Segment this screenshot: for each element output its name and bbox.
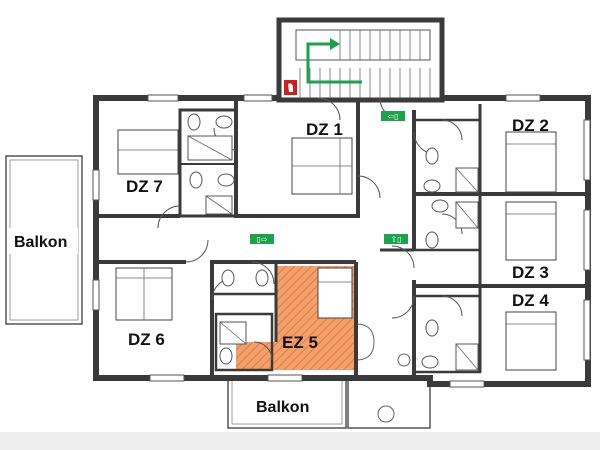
emergency-exit-sign-icon: ▯⇨ — [250, 234, 274, 244]
bed-dz4 — [505, 311, 557, 371]
south-entrance — [347, 323, 431, 429]
balcony-label-west: Balkon — [14, 234, 67, 251]
balcony-label-south: Balkon — [256, 399, 309, 416]
room-label-dz4: DZ 4 — [512, 291, 549, 310]
emergency-exit-sign-icon: ⇧▯ — [384, 234, 408, 244]
sanitary-fixtures — [187, 113, 479, 371]
room-label-dz3: DZ 3 — [512, 263, 549, 282]
room-label-ez5: EZ 5 — [282, 333, 318, 352]
bed-ez5 — [317, 267, 353, 319]
escape-route-arrow-icon — [306, 38, 362, 84]
room-label-dz7: DZ 7 — [126, 177, 163, 196]
bed-dz7 — [117, 129, 179, 175]
bed-dz1 — [291, 137, 353, 195]
beds — [115, 129, 557, 371]
windows — [92, 94, 591, 388]
bottom-strip — [0, 432, 600, 450]
south-balcony — [227, 375, 347, 429]
room-label-dz6: DZ 6 — [128, 330, 165, 349]
bed-dz3 — [505, 201, 557, 261]
svg-text:⇧▯: ⇧▯ — [390, 235, 401, 244]
svg-text:▯⇨: ▯⇨ — [256, 235, 267, 244]
stairwell — [276, 17, 445, 103]
bed-dz2 — [505, 131, 557, 193]
room-label-dz1: DZ 1 — [306, 120, 343, 139]
emergency-exit-sign-icon: ⇦▯ — [381, 111, 405, 121]
svg-text:⇦▯: ⇦▯ — [387, 112, 398, 121]
room-label-dz2: DZ 2 — [512, 116, 549, 135]
bed-dz6 — [115, 267, 173, 321]
fire-extinguisher-icon — [284, 80, 297, 95]
